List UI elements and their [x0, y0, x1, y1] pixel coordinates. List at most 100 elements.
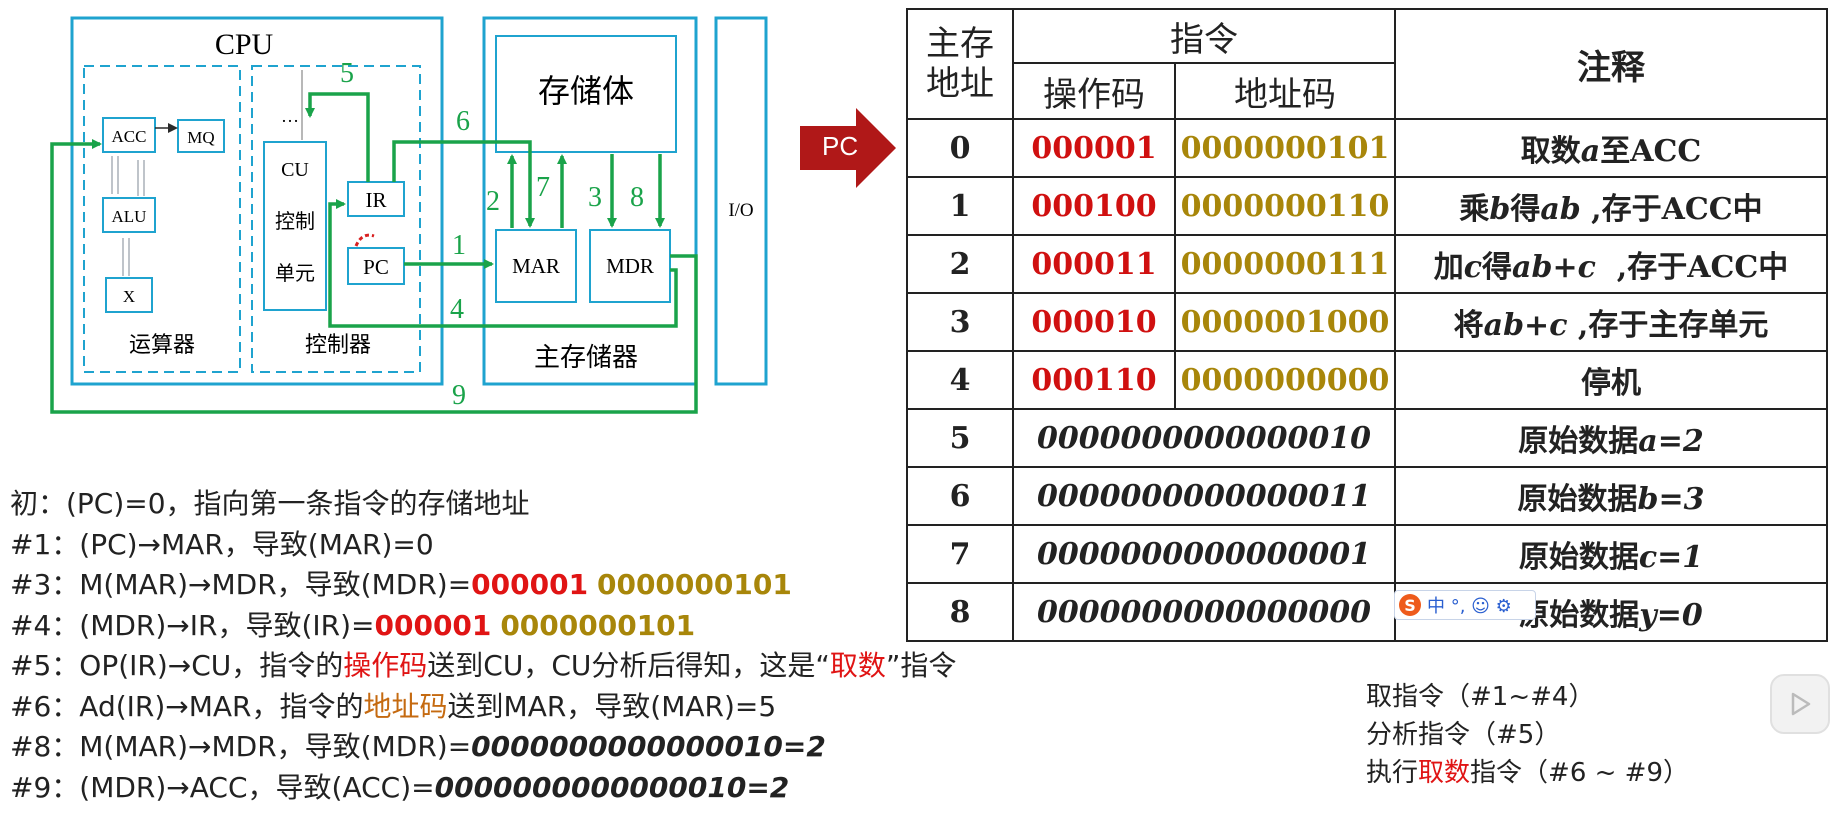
- cell-note: 将ab+c ,存于主存单元: [1394, 292, 1828, 352]
- cell-address: 3: [906, 292, 1014, 352]
- note-variable-2: ab+c: [1512, 250, 1596, 285]
- note-variable: y=0: [1639, 598, 1703, 633]
- note-text: 停机: [1581, 366, 1641, 401]
- note-variable: c: [1463, 250, 1483, 285]
- cell-address-code: 0000000110: [1174, 176, 1396, 236]
- step-8: #8：M(MAR)→MDR，导致(MDR)=0000000000000010=2: [10, 727, 956, 768]
- note-text: 原始数据: [1518, 424, 1639, 459]
- step-4: #4：(MDR)→IR，导致(IR)=000001 0000000101: [10, 606, 956, 647]
- path-number-2: 2: [486, 186, 500, 217]
- path-number-6: 6: [456, 106, 470, 137]
- cpu-label: CPU: [215, 28, 274, 61]
- path-number-3: 3: [588, 182, 602, 213]
- step-5: #5：OP(IR)→CU，指令的操作码送到CU，CU分析后得知，这是“取数”指令: [10, 646, 956, 687]
- header-instruction: 指令: [1012, 8, 1396, 64]
- cell-note: 取数a至ACC: [1394, 118, 1828, 178]
- cpu-memory-diagram: CPU ACC MQ ALU X 运算器 CU 控制 单元 … IR PC 控制…: [50, 16, 768, 414]
- control-unit-label: 控制器: [305, 332, 371, 357]
- phase-execute: 执行取数指令（#6 ~ #9）: [1366, 754, 1689, 792]
- cu-box: [263, 141, 327, 311]
- cell-address: 6: [906, 466, 1014, 526]
- note-text-post: 得: [1482, 250, 1513, 285]
- main-memory-box: [482, 16, 698, 386]
- step-5-text-c: 送到CU，CU分析后得知，这是“: [427, 649, 830, 682]
- note-text-post: 得: [1510, 192, 1541, 227]
- step-6-text-c: 送到MAR，导致(MAR)=5: [447, 689, 777, 723]
- cu-sub-2: 单元: [275, 262, 315, 285]
- note-text: 原始数据: [1519, 598, 1640, 633]
- cell-note: 原始数据a=2: [1394, 408, 1828, 468]
- path-5: [305, 92, 370, 182]
- step-3-address-code: 0000000101: [596, 568, 792, 601]
- mq-box: [177, 119, 225, 153]
- note-text: 原始数据: [1517, 482, 1638, 517]
- control-unit-box: [251, 65, 421, 373]
- mdr-label: MDR: [606, 254, 654, 278]
- ime-logo-icon[interactable]: S: [1399, 594, 1421, 616]
- mar-label: MAR: [512, 254, 560, 278]
- x-box: [105, 277, 153, 313]
- note-text: 加: [1433, 250, 1464, 285]
- cell-address-code: 0000001000: [1174, 292, 1396, 352]
- cell-opcode: 000110: [1012, 350, 1176, 410]
- cell-address: 7: [906, 524, 1014, 584]
- path-number-9: 9: [452, 380, 466, 411]
- cu-sub-1: 控制: [275, 210, 315, 233]
- step-8-text: #8：M(MAR)→MDR，导致(MDR)=: [10, 730, 472, 763]
- note-variable: a=2: [1638, 424, 1704, 459]
- step-6: #6：Ad(IR)→MAR，指令的地址码送到MAR，导致(MAR)=5: [10, 687, 956, 728]
- step-3-text: #3：M(MAR)→MDR，导致(MDR)=: [10, 568, 472, 601]
- storage-label: 存储体: [538, 73, 634, 109]
- step-4-address-code: 0000000101: [500, 608, 696, 642]
- path-4: [328, 199, 678, 328]
- step-5-text-a: #5：OP(IR)→CU，指令的: [10, 649, 344, 682]
- step-3: #3：M(MAR)→MDR，导致(MDR)=000001 0000000101: [10, 565, 956, 606]
- cell-address: 1: [906, 176, 1014, 236]
- arithmetic-unit-box: [83, 65, 241, 373]
- note-text: 将: [1453, 308, 1484, 343]
- step-9-text: #9：(MDR)→ACC，导致(ACC)=: [10, 770, 435, 804]
- step-init: 初：(PC)=0，指向第一条指令的存储地址: [10, 487, 530, 520]
- note-variable: a: [1580, 134, 1601, 169]
- pc-pointer-label: PC: [822, 131, 859, 161]
- note-text-post: 至ACC: [1600, 134, 1702, 169]
- io-label: I/O: [728, 200, 753, 221]
- header-opcode: 操作码: [1012, 62, 1176, 120]
- play-button[interactable]: [1770, 674, 1830, 734]
- ime-toolbar-icons[interactable]: 中 °, ☺ ⚙: [1427, 596, 1512, 617]
- step-1: #1：(PC)→MAR，导致(MAR)=0: [10, 527, 434, 561]
- path-number-4: 4: [450, 294, 464, 325]
- header-address-text: 主存 地址: [926, 24, 994, 104]
- cpu-box: [70, 16, 444, 386]
- note-variable-2: ab: [1540, 192, 1581, 227]
- path-9: [50, 139, 698, 414]
- step-5-opcode-word: 操作码: [343, 649, 428, 682]
- step-8-value: 0000000000000010=2: [471, 730, 826, 763]
- acc-label: ACC: [112, 127, 147, 146]
- acc-box: [102, 117, 156, 153]
- cu-label: CU: [281, 159, 309, 181]
- step-3-opcode: 000001: [471, 568, 589, 601]
- step-list: 初：(PC)=0，指向第一条指令的存储地址 #1：(PC)→MAR，导致(MAR…: [10, 484, 956, 808]
- step-6-text-a: #6：Ad(IR)→MAR，指令的: [10, 689, 364, 723]
- storage-box: [495, 35, 677, 153]
- header-note: 注释: [1394, 8, 1828, 120]
- phase-execute-red: 取数: [1418, 758, 1471, 788]
- note-text-post-2: ,存于ACC中: [1580, 192, 1763, 227]
- cell-note: 原始数据b=3: [1394, 466, 1828, 526]
- cell-opcode: 000001: [1012, 118, 1176, 178]
- cell-data-value: 0000000000000000: [1012, 582, 1396, 642]
- step-9-value: 0000000000000010=2: [434, 770, 790, 804]
- input-method-toolbar[interactable]: S 中 °, ☺ ⚙: [1394, 590, 1536, 620]
- path-numbers: 1 2 3 4 5 6 7 8 9: [340, 58, 644, 411]
- note-variable: b=3: [1637, 482, 1705, 517]
- mar-box: [495, 229, 577, 303]
- cell-note: 乘b得ab ,存于ACC中: [1394, 176, 1828, 236]
